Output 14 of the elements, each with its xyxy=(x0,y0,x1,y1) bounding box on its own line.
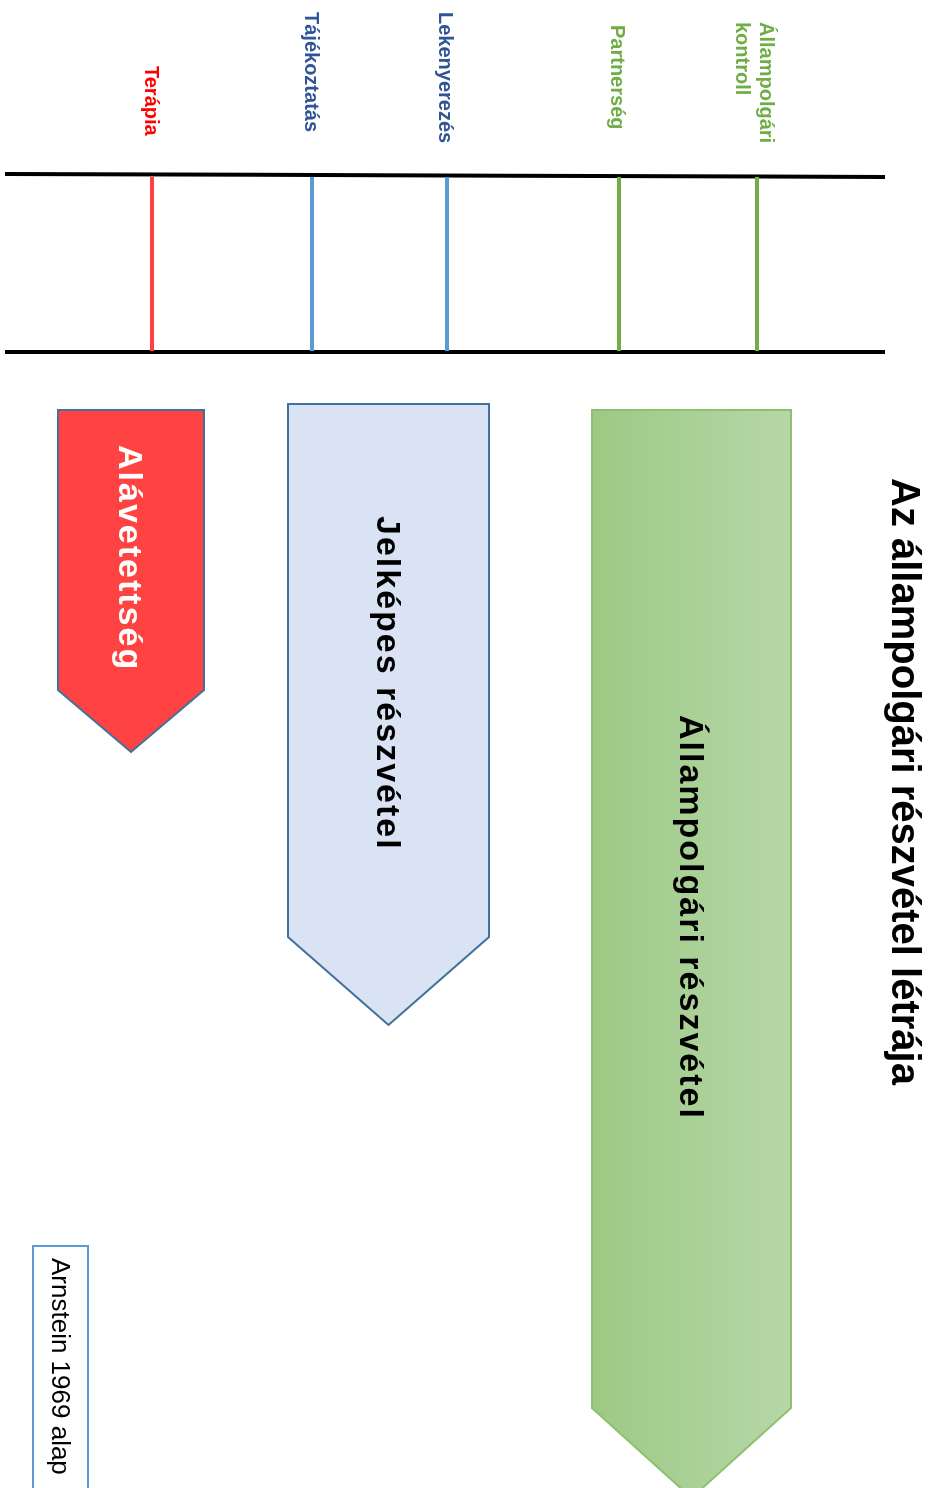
arrow-label: Jelképes részvétel xyxy=(368,516,409,851)
rung-label: Terápia xyxy=(140,66,164,136)
note-box xyxy=(33,1246,88,1488)
chevron-arrow xyxy=(58,410,204,752)
title: Az állampolgári részvétel létrája xyxy=(883,478,929,1085)
chevron-arrow xyxy=(288,404,489,1025)
rung-label: Lekenyerezés xyxy=(434,12,458,144)
chevron-arrow xyxy=(592,410,791,1488)
rung-label: Állampolgári kontroll xyxy=(731,22,779,146)
arrow-label: Alávetettség xyxy=(111,445,151,672)
rung-label: Partnerség xyxy=(606,25,630,130)
source-note: Arnstein 1969 alap xyxy=(44,1258,77,1475)
rung-label: Tájékoztatás xyxy=(300,12,324,133)
arrow-label: Állampolgári részvétel xyxy=(671,715,712,1120)
